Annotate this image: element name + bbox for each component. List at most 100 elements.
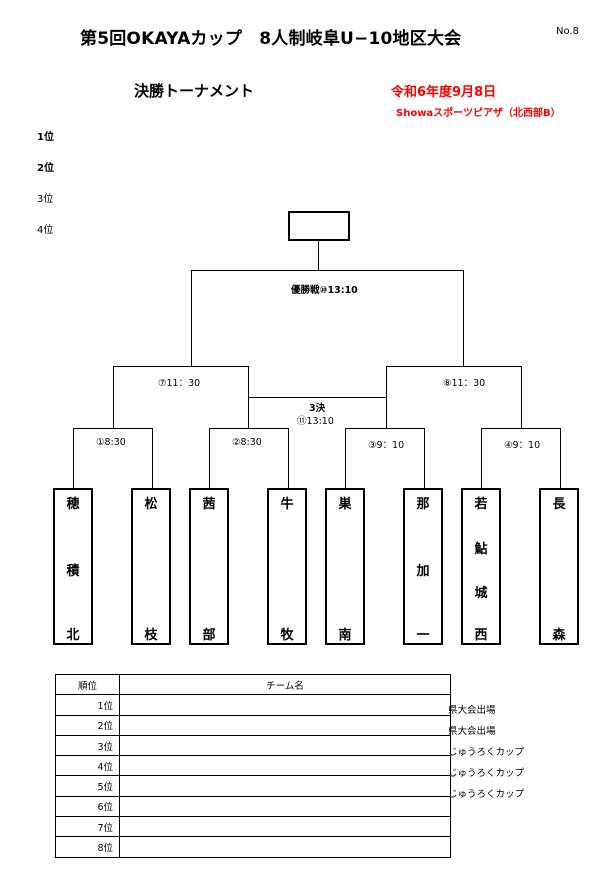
bracket-line: [345, 428, 425, 429]
team-char: 牛: [280, 497, 294, 512]
third-place-time: ⑪13:10: [297, 416, 334, 427]
team-char: 枝: [144, 628, 158, 643]
team-char: 長: [552, 497, 566, 512]
team-box[interactable]: 那 加 一: [403, 488, 443, 645]
rank-label-1: 1位: [37, 132, 54, 143]
bracket-line: [152, 428, 153, 488]
bracket-line: [481, 428, 482, 488]
third-place-label: 3決: [309, 403, 326, 414]
team-cell[interactable]: [119, 816, 451, 838]
team-box[interactable]: 長 森: [539, 488, 579, 645]
bracket-line: [345, 428, 346, 488]
team-box[interactable]: 若 鮎 城 西: [461, 488, 501, 645]
team-char: 茜: [202, 497, 216, 512]
table-row: 1位: [55, 694, 451, 716]
bracket-line: [521, 366, 522, 428]
rank-label-3: 3位: [37, 194, 54, 205]
team-char: 穂: [66, 497, 80, 512]
team-char: 那: [416, 497, 430, 512]
bracket-line: [248, 397, 386, 398]
rank-cell: 7位: [55, 816, 120, 838]
bracket-line: [191, 270, 464, 271]
row-note: じゅうろくカップ: [448, 747, 525, 758]
team-box[interactable]: 牛 牧: [267, 488, 307, 645]
bracket-line: [209, 428, 210, 488]
bracket-line: [113, 366, 249, 367]
results-table: 順位 チーム名 1位 2位 3位 4位 5位 6位 7位 8位: [55, 673, 451, 858]
team-char: 森: [552, 628, 566, 643]
bracket-line: [424, 428, 425, 488]
semi-left-label: ⑦11：30: [158, 378, 201, 389]
team-char: 加: [416, 564, 430, 579]
team-char: 西: [474, 628, 488, 643]
row-note: じゅうろくカップ: [448, 768, 525, 779]
bracket-line: [463, 270, 464, 366]
column-header-rank: 順位: [55, 673, 120, 696]
team-char: 松: [144, 497, 158, 512]
semi-right-label: ⑧11：30: [443, 378, 486, 389]
bracket-line: [386, 366, 387, 428]
page-title: 第5回OKAYAカップ 8人制岐阜U−10地区大会: [80, 29, 462, 49]
event-venue: Showaスポーツピアザ（北西部B）: [396, 108, 561, 119]
team-char: 部: [202, 628, 216, 643]
page-number: No.8: [556, 26, 579, 37]
team-cell[interactable]: [119, 836, 451, 858]
table-row: 2位: [55, 714, 451, 736]
rank-cell: 5位: [55, 775, 120, 797]
team-char: 積: [66, 564, 80, 579]
bracket-line: [318, 241, 319, 270]
team-box[interactable]: 巣 南: [325, 488, 365, 645]
row-note: 県大会出場: [448, 705, 496, 716]
table-header-row: 順位 チーム名: [55, 673, 451, 696]
champion-box[interactable]: [288, 211, 350, 241]
team-box[interactable]: 穂 積 北: [53, 488, 93, 645]
table-row: 5位: [55, 775, 451, 797]
rank-cell: 3位: [55, 734, 120, 757]
table-row: 3位: [55, 734, 451, 757]
team-char: 南: [338, 628, 352, 643]
team-char: 牧: [280, 628, 294, 643]
rank-label-4: 4位: [37, 225, 54, 236]
rank-cell: 1位: [55, 694, 120, 716]
bracket-line: [113, 366, 114, 428]
quarter-3-label: ③9：10: [368, 440, 405, 451]
rank-label-2: 2位: [37, 163, 54, 174]
team-box[interactable]: 松 枝: [131, 488, 171, 645]
rank-cell: 4位: [55, 755, 120, 777]
row-note: じゅうろくカップ: [448, 789, 525, 800]
team-cell[interactable]: [119, 755, 451, 777]
table-row: 4位: [55, 755, 451, 777]
rank-cell: 2位: [55, 714, 120, 736]
bracket-line: [209, 428, 289, 429]
rank-cell: 8位: [55, 836, 120, 858]
bracket-line: [191, 270, 192, 366]
bracket-line: [560, 428, 561, 488]
team-box[interactable]: 茜 部: [189, 488, 229, 645]
column-header-team: チーム名: [119, 673, 451, 696]
bracket-line: [481, 428, 561, 429]
quarter-1-label: ①8:30: [96, 437, 126, 448]
rank-cell: 6位: [55, 795, 120, 818]
event-date: 令和6年度9月8日: [391, 85, 497, 100]
table-row: 8位: [55, 836, 451, 858]
team-char: 一: [416, 628, 430, 643]
table-row: 7位: [55, 816, 451, 838]
team-char: 城: [474, 586, 488, 601]
team-cell[interactable]: [119, 775, 451, 797]
team-char: 巣: [338, 497, 352, 512]
quarter-4-label: ④9：10: [504, 440, 541, 451]
subtitle: 決勝トーナメント: [134, 82, 255, 100]
team-cell[interactable]: [119, 714, 451, 736]
final-match-label: 優勝戦⑩13:10: [291, 285, 358, 296]
bracket-line: [386, 366, 522, 367]
team-char: 若: [474, 497, 488, 512]
team-char: 北: [66, 628, 80, 643]
team-cell[interactable]: [119, 734, 451, 757]
team-cell[interactable]: [119, 694, 451, 716]
quarter-2-label: ②8:30: [232, 437, 262, 448]
row-note: 県大会出場: [448, 726, 496, 737]
bracket-line: [73, 428, 74, 488]
team-char: 鮎: [474, 542, 488, 557]
bracket-line: [73, 428, 153, 429]
team-cell[interactable]: [119, 795, 451, 818]
